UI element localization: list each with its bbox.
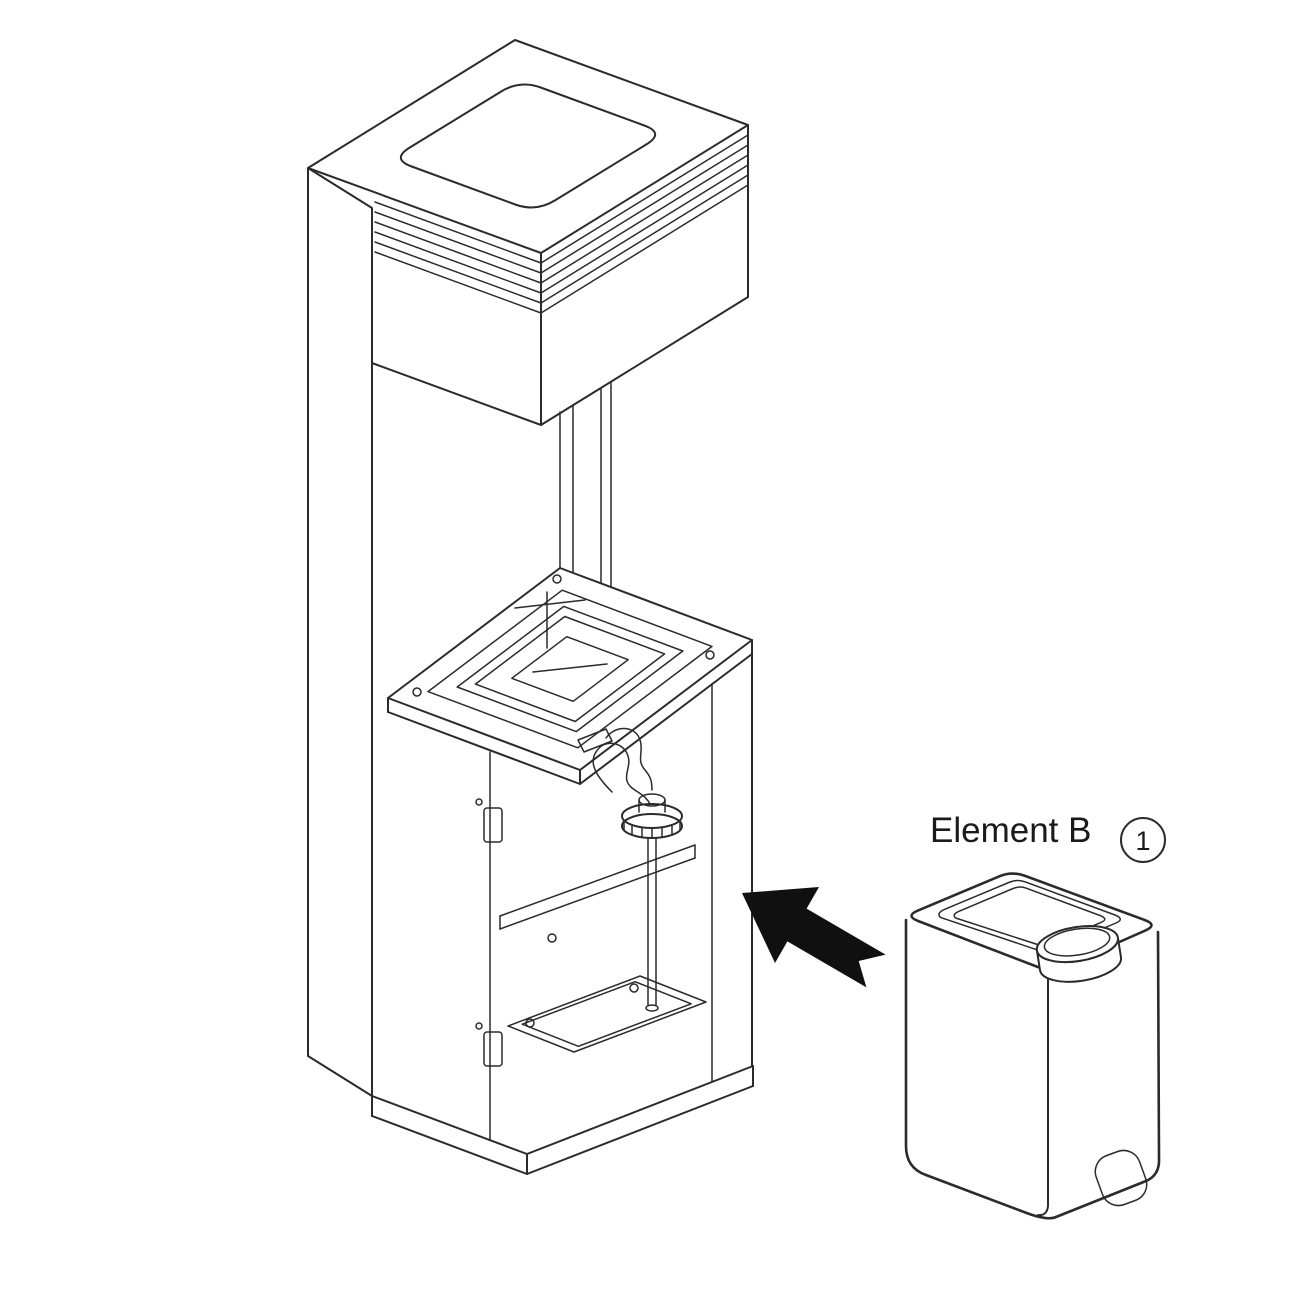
- machine-base-plate: [371, 1065, 754, 1175]
- insert-direction-arrow-icon: [742, 887, 886, 988]
- canister-corner-bumper: [1094, 1149, 1148, 1207]
- machine-burner-tray: [387, 567, 753, 785]
- machine-lower-cabinet: [475, 653, 753, 1141]
- head-box-rib-lines: [374, 134, 749, 314]
- machine-back-rails: [559, 381, 612, 588]
- machine-illustration: [307, 39, 754, 1175]
- arrow-shape: [742, 887, 886, 988]
- filler-cap: [621, 793, 683, 839]
- callout-1-circle: [1120, 817, 1166, 863]
- canister-illustration: [904, 872, 1161, 1220]
- element-b-label-group: Element B 1: [930, 811, 1166, 863]
- canister-cap: [1035, 925, 1123, 983]
- element-b-label: Element B: [930, 811, 1091, 850]
- callout-1-number: 1: [1135, 826, 1150, 856]
- dipstick-tube: [645, 837, 659, 1012]
- floor-panel: [507, 975, 707, 1053]
- machine-left-panel: [307, 167, 373, 1097]
- cables: [577, 727, 653, 805]
- machine-head-box: [307, 39, 749, 426]
- mid-rail: [499, 844, 696, 930]
